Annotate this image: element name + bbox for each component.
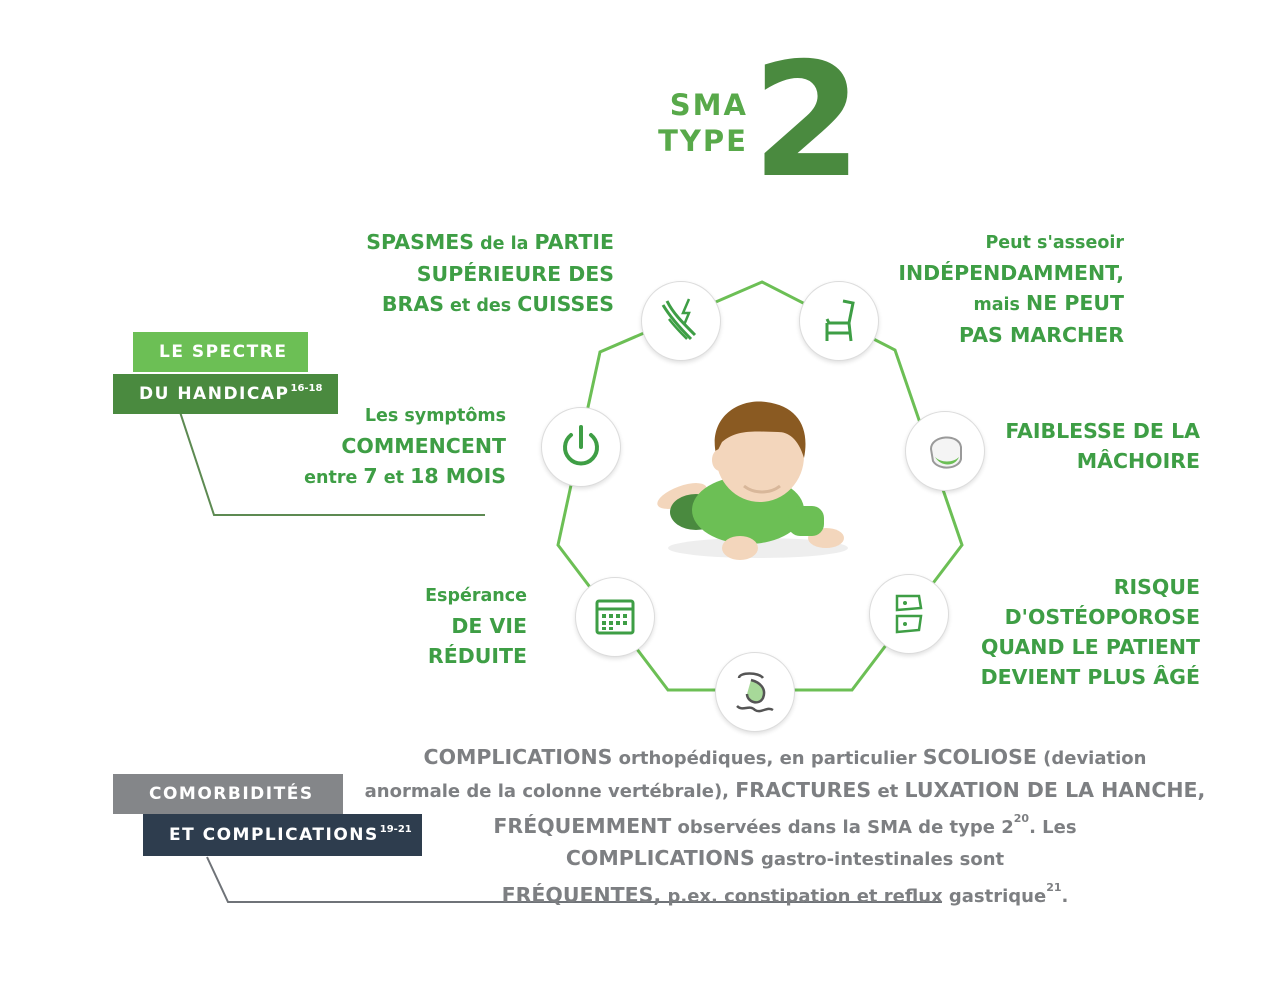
baby-illustration — [657, 401, 848, 560]
jaw-text: FAIBLESSE DE LA MÂCHOIRE — [1005, 419, 1200, 473]
lightning-muscle-icon — [661, 298, 697, 341]
title-sma: SMA — [669, 88, 748, 122]
stomach-icon — [736, 672, 774, 713]
complications-text: COMPLICATIONS orthopédiques, en particul… — [364, 745, 1206, 907]
spasms-text: SPASMES de la PARTIE SUPÉRIEURE DES BRAS… — [366, 230, 614, 316]
osteo-text: RISQUE D'OSTÉOPOROSE QUAND LE PATIENT DE… — [980, 575, 1200, 689]
life-text: Espérance DE VIE RÉDUITE — [425, 586, 527, 668]
spasm-icon-circle — [641, 281, 721, 361]
chair-icon — [825, 299, 855, 342]
spectrum-tag-top: LE SPECTRE — [133, 332, 308, 372]
calendar-icon — [595, 599, 635, 635]
spine-icon-circle — [869, 574, 949, 654]
title-number: 2 — [752, 29, 862, 213]
sitting-text: Peut s'asseoir INDÉPENDAMMENT, mais NE P… — [898, 233, 1124, 347]
jaw-head-icon — [929, 436, 962, 469]
stomach-icon-circle — [715, 652, 795, 732]
spine-icon — [895, 594, 923, 634]
jaw-icon-circle — [905, 411, 985, 491]
title-type: TYPE — [658, 124, 748, 158]
onset-text: Les symptôms COMMENCENT entre 7 et 18 MO… — [304, 406, 506, 488]
power-icon — [563, 425, 599, 466]
chair-icon-circle — [799, 281, 879, 361]
calendar-icon-circle — [575, 577, 655, 657]
power-icon-circle — [541, 407, 621, 487]
comorbidity-tag-top: COMORBIDITÉS — [113, 774, 343, 814]
